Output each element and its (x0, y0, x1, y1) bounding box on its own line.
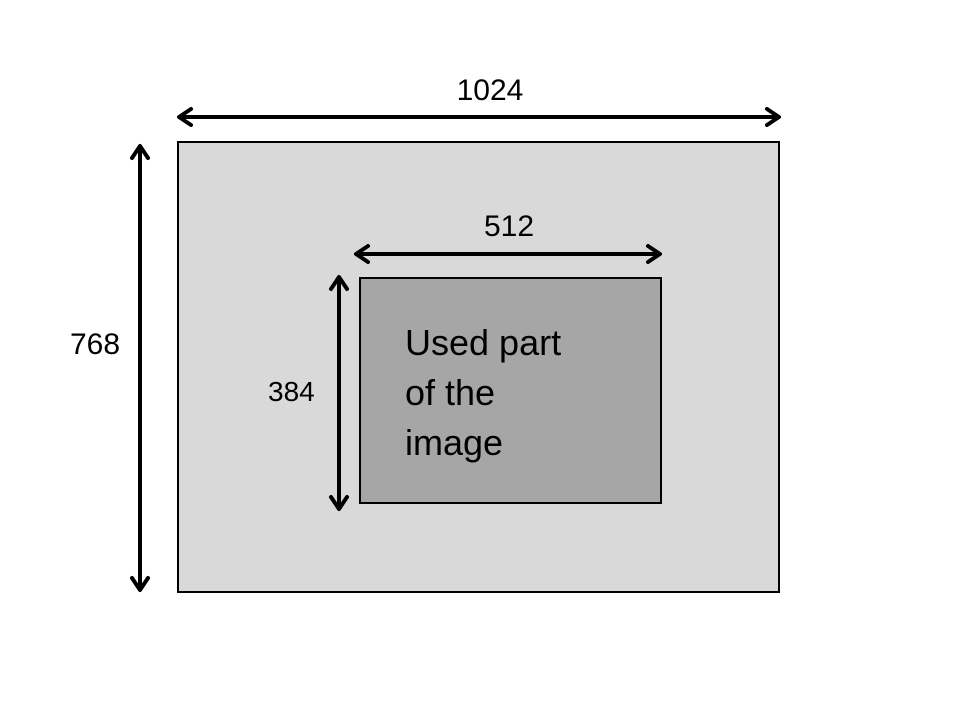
inner-width-label: 512 (483, 210, 535, 243)
outer-height-label: 768 (70, 328, 121, 361)
outer-width-arrow (177, 107, 781, 127)
inner-width-arrow (354, 244, 662, 264)
used-region-rectangle (359, 277, 662, 504)
inner-height-label: 384 (268, 376, 315, 407)
outer-height-arrow (130, 144, 150, 592)
inner-height-arrow (329, 275, 349, 511)
outer-width-label: 1024 (456, 74, 524, 107)
used-region-text: Used part of the image (405, 322, 562, 463)
